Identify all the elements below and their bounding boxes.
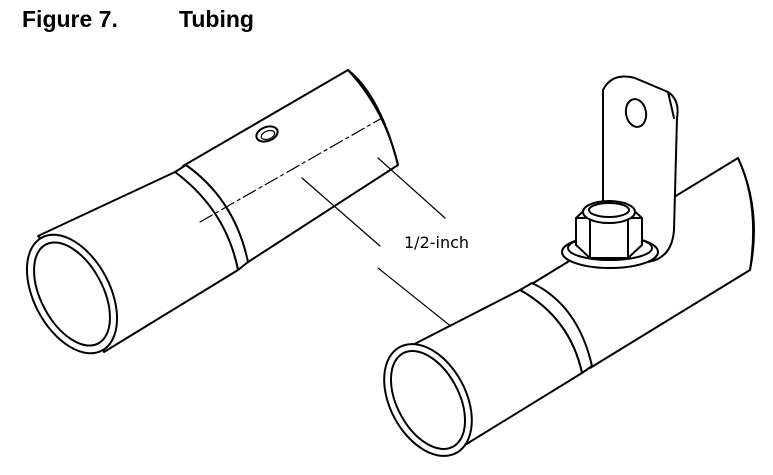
dimension-extension-line-1 [377, 157, 446, 219]
left-tube-hole-inner [260, 129, 276, 141]
figure-title: Tubing [179, 6, 254, 32]
right-tube-outer-end [737, 157, 755, 271]
right-tube-fitting-top [582, 200, 636, 224]
dimension-lines: 1/2-inch [301, 157, 470, 342]
left-tube-outer-end [347, 69, 399, 166]
right-tube-fitting-top-inner [588, 202, 630, 218]
left-tube-assembly [25, 69, 399, 355]
right-tube-assembly [383, 75, 755, 457]
right-tube-opening-inner [390, 349, 466, 451]
left-tube-centerline [199, 117, 383, 223]
left-tube-opening-inner [33, 241, 111, 347]
right-tube-opening-outer [383, 343, 473, 457]
left-tube-opening-outer [25, 233, 119, 355]
right-tube-bracket-side [667, 91, 675, 119]
dimension-extension-line-2 [301, 177, 381, 247]
dimension-label: 1/2-inch [404, 233, 469, 252]
figure-number: Figure 7. [22, 6, 118, 32]
right-tube-bracket-hole [624, 98, 648, 128]
